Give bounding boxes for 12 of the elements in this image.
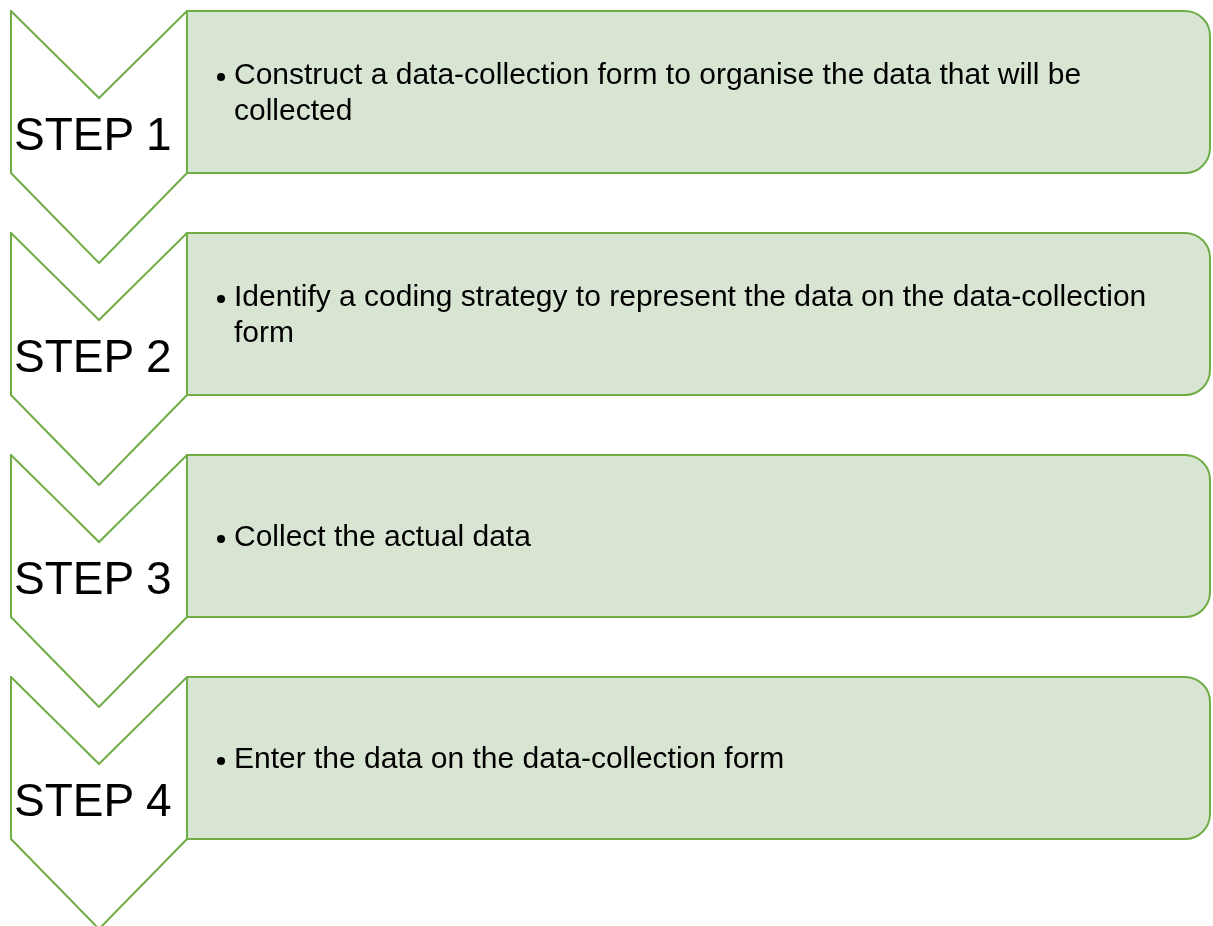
- step-label: STEP 1: [14, 107, 172, 162]
- step-label: STEP 2: [14, 329, 172, 384]
- step-box: [186, 454, 1211, 618]
- step-description: Construct a data-collection form to organise the data that will be collected: [234, 56, 1083, 128]
- step-description: Enter the data on the data-collection form: [234, 740, 785, 776]
- step-box: [186, 676, 1211, 840]
- step-description: Collect the actual data: [234, 518, 531, 554]
- step-description: Identify a coding strategy to represent the data on the data-collection form: [234, 278, 1148, 350]
- step-box: [186, 232, 1211, 396]
- step-label: STEP 4: [14, 773, 172, 828]
- step-label: STEP 3: [14, 551, 172, 606]
- step-box: [186, 10, 1211, 174]
